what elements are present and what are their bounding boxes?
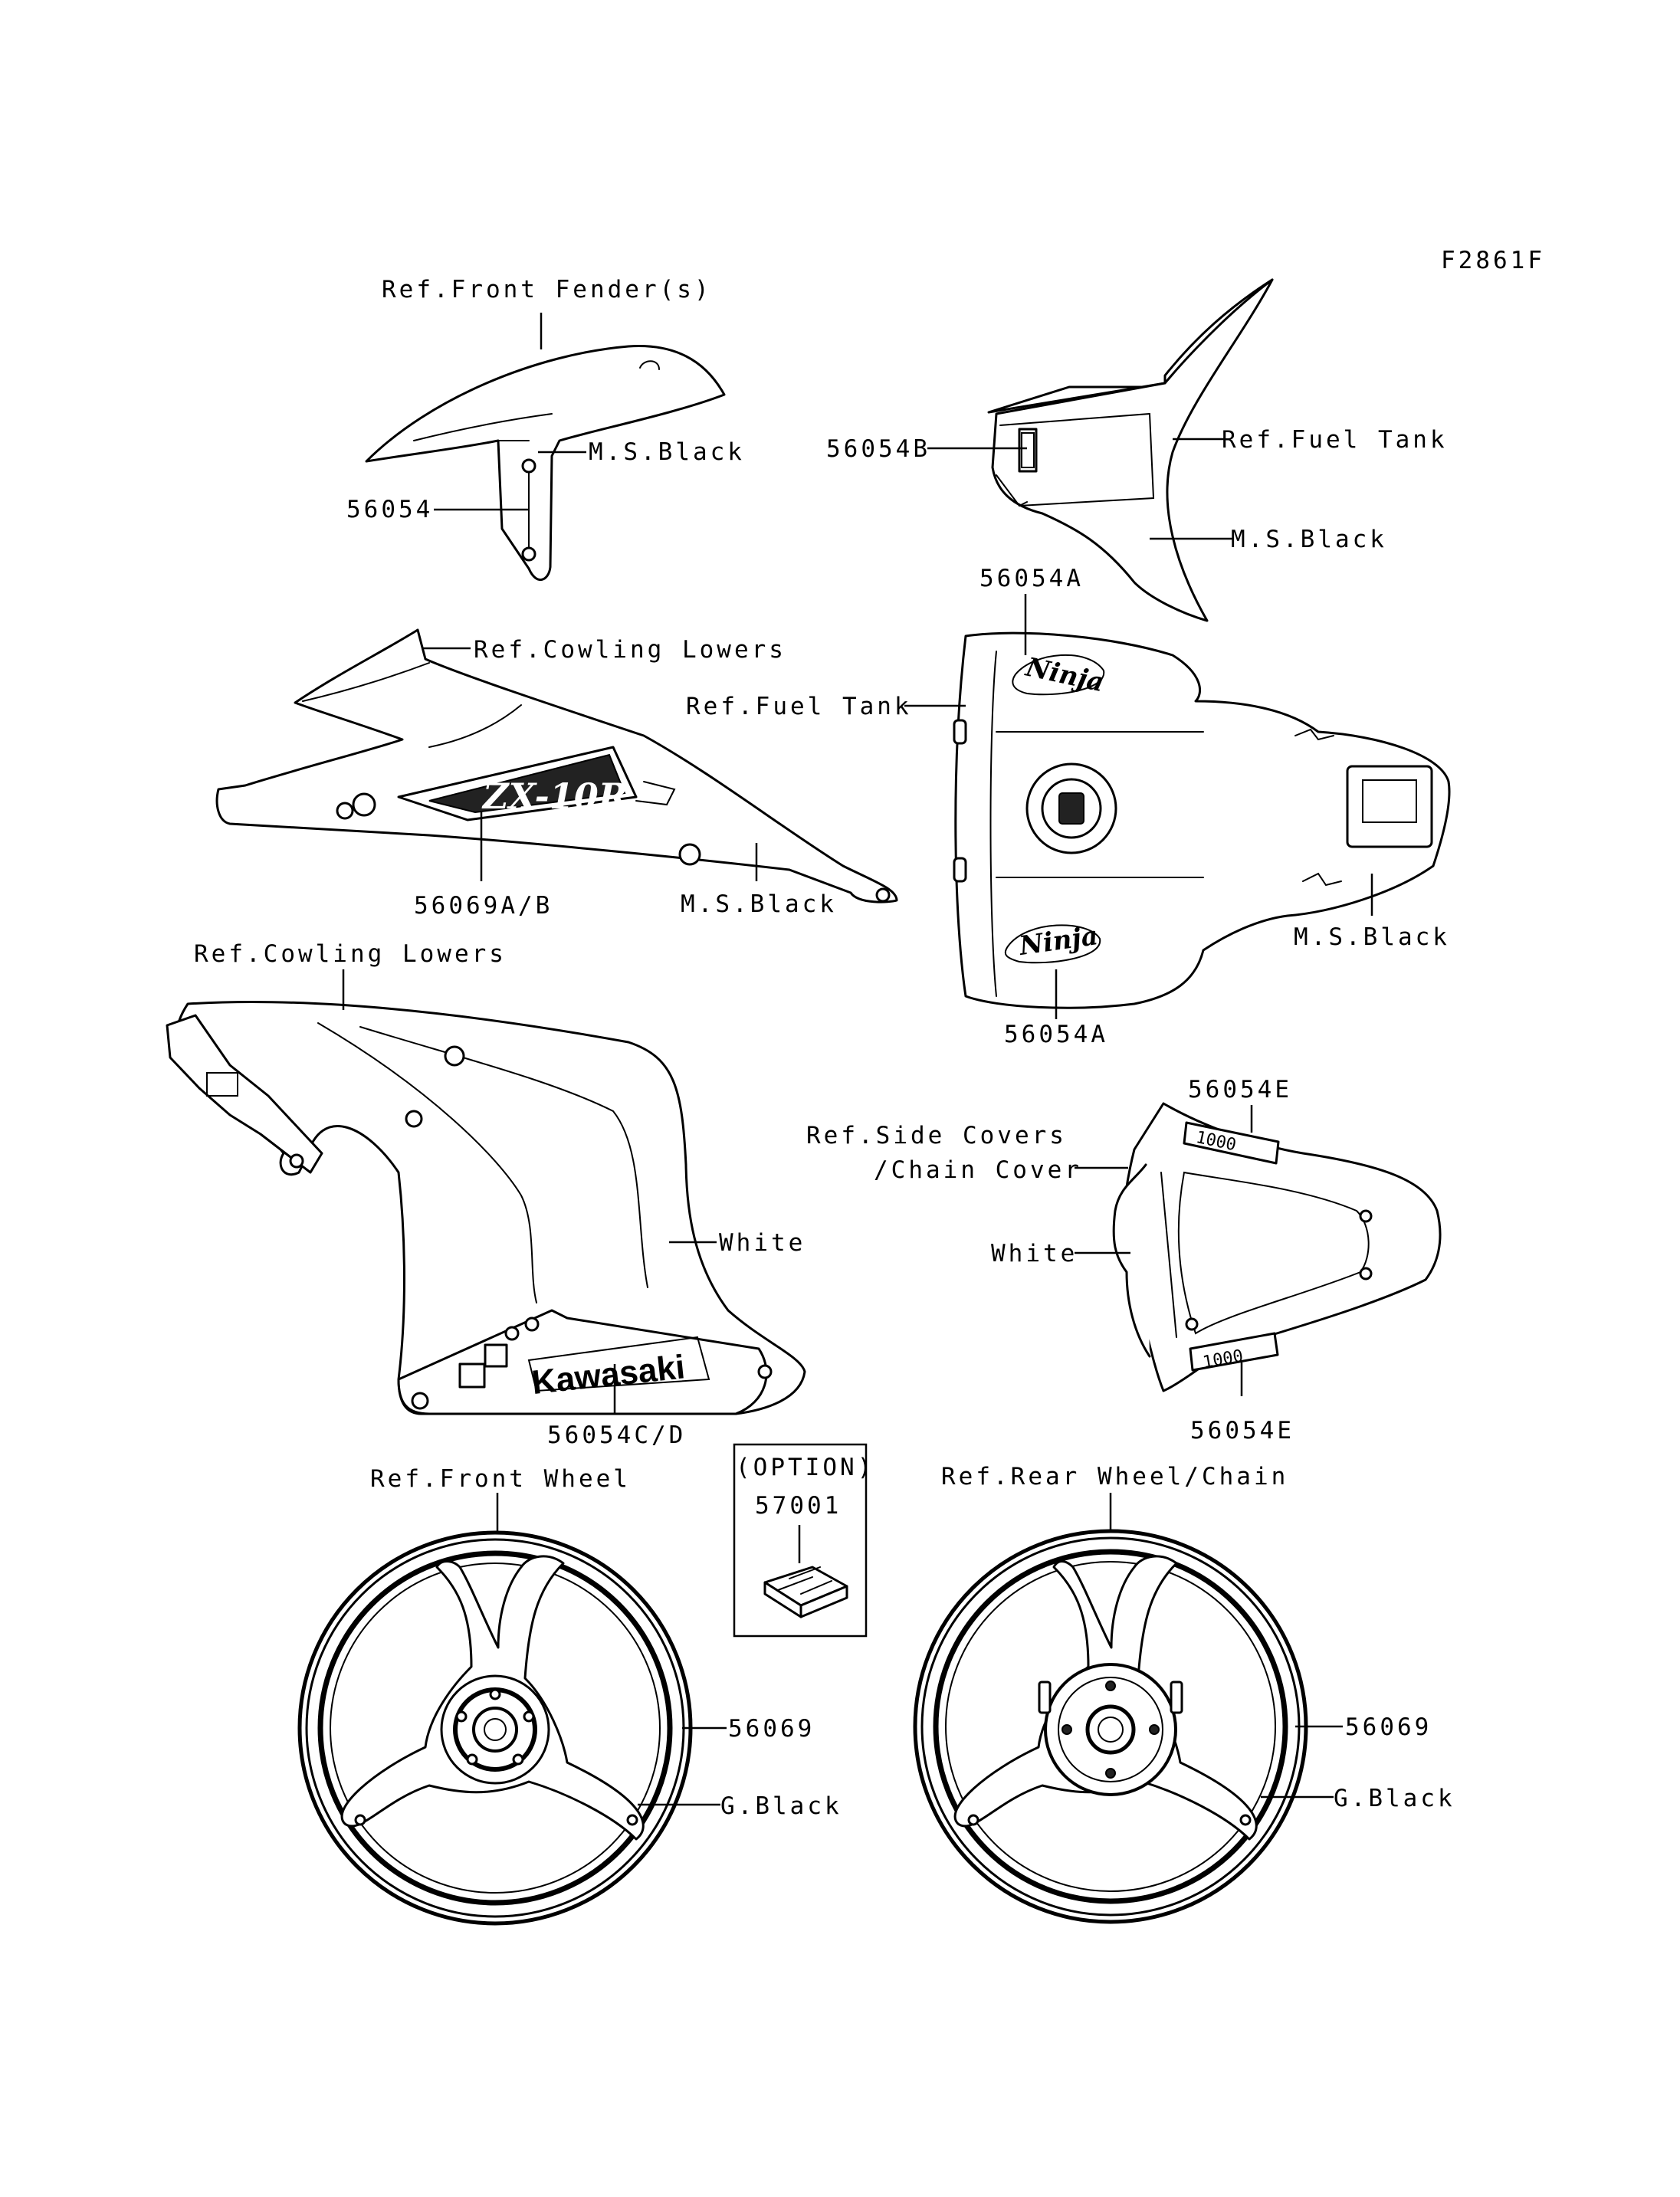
front-fender	[365, 345, 726, 581]
label-ref-fuel-tank: Ref.Fuel Tank	[686, 693, 912, 720]
label-ref-front-fender: Ref.Front Fender(s)	[382, 276, 712, 303]
label-white-cowling: White	[719, 1229, 806, 1257]
rear-wheel	[913, 1529, 1308, 1924]
label-option: (OPTION)	[736, 1454, 874, 1481]
label-ref-rear-wheel: Ref.Rear Wheel/Chain	[941, 1463, 1288, 1490]
label-56054CD: 56054C/D	[547, 1421, 686, 1449]
label-57001: 57001	[755, 1492, 842, 1520]
fuel-tank-cover	[987, 278, 1274, 622]
cowling-lower-main: Kawasaki	[166, 1000, 806, 1415]
label-g-black-front: G.Black	[720, 1792, 842, 1820]
decal-zx10r: ZX-10R	[481, 776, 628, 817]
label-ref-cowling-lowers-upper: Ref.Cowling Lowers	[474, 636, 786, 664]
option-box: (OPTION) 57001	[733, 1443, 874, 1638]
label-56054E-top: 56054E	[1188, 1076, 1292, 1103]
label-ref-side-covers-2: /Chain Cover	[874, 1156, 1082, 1184]
fuel-tank: Ninja Ninja	[953, 631, 1451, 1009]
label-ref-cowling-lowers: Ref.Cowling Lowers	[194, 940, 507, 968]
label-g-black-rear: G.Black	[1334, 1785, 1455, 1812]
label-ms-black-tank: M.S.Black	[1294, 923, 1450, 951]
label-ref-side-covers-1: Ref.Side Covers	[806, 1122, 1067, 1149]
label-white-side-cover: White	[991, 1240, 1078, 1267]
label-ms-black-cowling: M.S.Black	[681, 890, 837, 918]
decal-1000-top: 1000	[1183, 1121, 1280, 1165]
label-56054: 56054	[346, 496, 433, 523]
label-ref-fuel-tank-cover: Ref.Fuel Tank	[1222, 426, 1448, 454]
label-56054E-bottom: 56054E	[1190, 1417, 1294, 1444]
decal-1000-bottom: 1000	[1189, 1332, 1279, 1372]
label-56054A-top: 56054A	[979, 565, 1084, 592]
label-ref-front-wheel: Ref.Front Wheel	[370, 1465, 631, 1493]
cowling-lower-upper: ZX-10R	[215, 628, 898, 903]
cowling-bracket	[166, 1014, 323, 1174]
label-56054A-bottom: 56054A	[1004, 1021, 1108, 1048]
front-wheel	[297, 1530, 693, 1926]
label-56054B: 56054B	[826, 435, 930, 463]
label-56069-front: 56069	[728, 1715, 815, 1743]
label-ms-black-fender: M.S.Black	[589, 438, 745, 466]
figure-code: F2861F	[1441, 247, 1545, 274]
side-covers: 1000 1000	[1112, 1102, 1442, 1392]
label-56069-rear: 56069	[1345, 1713, 1432, 1741]
label-ms-black-tank-cover: M.S.Black	[1231, 526, 1387, 553]
label-56069AB: 56069A/B	[414, 892, 553, 920]
